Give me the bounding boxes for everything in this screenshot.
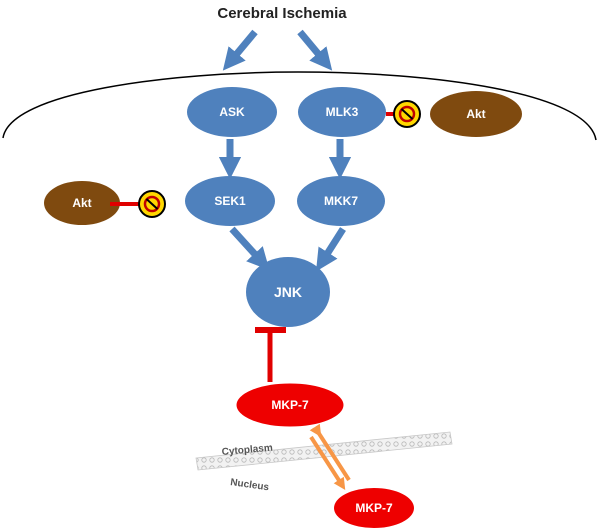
akt-right-label: Akt (466, 107, 485, 121)
mlk3-node: MLK3 (298, 87, 386, 137)
arrow-sek1-to-jnk (229, 226, 270, 271)
mkp7-cytoplasm-label: MKP-7 (271, 398, 309, 412)
no-symbol-icon (138, 190, 166, 218)
transport-arrow-down (309, 435, 346, 491)
sek1-node: SEK1 (185, 176, 275, 226)
no-symbol-icon (393, 100, 421, 128)
jnk-node: JNK (246, 257, 330, 327)
mkk7-node: MKK7 (297, 176, 385, 226)
ask-node: ASK (187, 87, 277, 137)
akt-left-label: Akt (72, 196, 91, 210)
transport-arrow-up (309, 423, 351, 482)
mkp7-nucleus-label: MKP-7 (355, 501, 393, 515)
diagram-title: Cerebral Ischemia (217, 5, 347, 22)
arrow-title-to-mlk3 (297, 29, 333, 71)
cell-membrane (2, 71, 597, 141)
mkk7-label: MKK7 (324, 194, 358, 208)
cytoplasm-label: Cytoplasm (221, 443, 273, 458)
ask-label: ASK (219, 105, 245, 119)
mkp7-cytoplasm-node: MKP-7 (235, 382, 345, 428)
arrow-mkk7-to-jnk (315, 227, 346, 272)
arrow-title-to-ask (222, 29, 258, 71)
jnk-label: JNK (274, 284, 302, 300)
mlk3-label: MLK3 (326, 105, 359, 119)
nuclear-membrane (195, 431, 453, 471)
nucleus-label: Nucleus (230, 477, 270, 493)
akt-left-node: Akt (44, 181, 120, 225)
sek1-label: SEK1 (214, 194, 246, 208)
mkp7-nucleus-node: MKP-7 (334, 488, 414, 528)
akt-right-node: Akt (430, 91, 522, 137)
